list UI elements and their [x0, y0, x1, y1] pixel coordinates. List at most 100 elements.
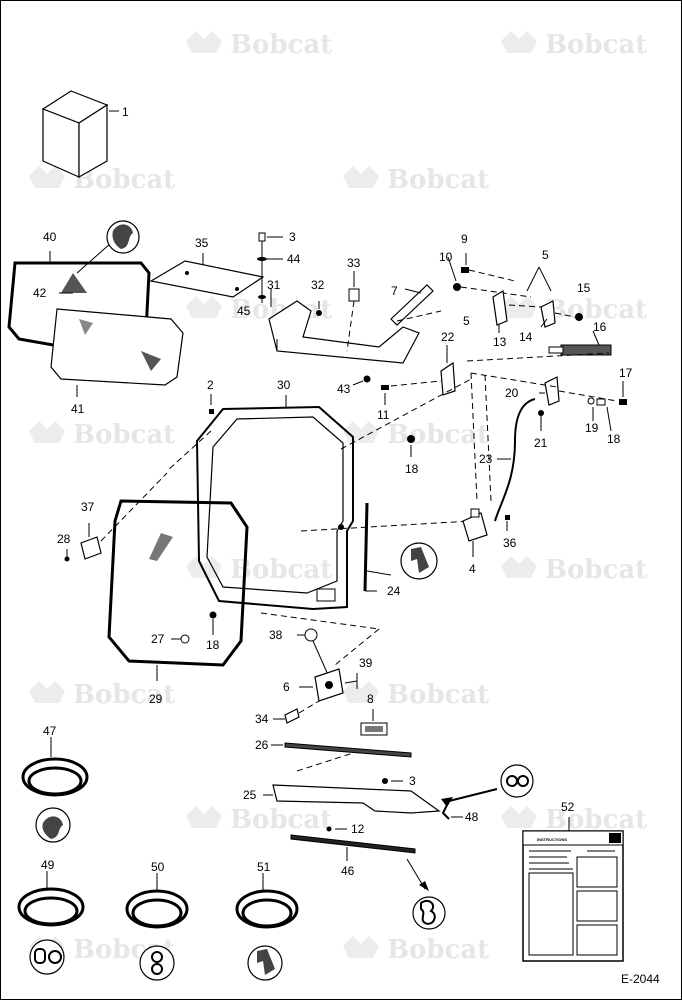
callout-50: 50	[151, 860, 165, 874]
watermark-text: Bobcat	[230, 30, 332, 60]
callout-18: 18	[607, 432, 621, 446]
fastener-2	[209, 394, 214, 414]
callout-13: 13	[493, 335, 507, 349]
callout-2: 2	[207, 378, 214, 392]
seal-roll-50	[125, 873, 189, 981]
watermark: Bobcat	[343, 420, 489, 450]
watermark: Bobcat	[501, 295, 647, 325]
callout-21: 21	[534, 436, 548, 450]
callout-30: 30	[277, 378, 291, 392]
callout-27: 27	[151, 632, 165, 646]
fastener-18-mid	[407, 435, 415, 457]
callout-38: 38	[269, 628, 283, 642]
part-knob-38	[297, 628, 330, 678]
callout-5: 5	[542, 248, 549, 262]
callout-28: 28	[57, 532, 71, 546]
callout-45: 45	[237, 304, 251, 318]
part-latch-rod	[494, 398, 536, 522]
instruction-sheet-heading: INSTRUCTIONS	[537, 837, 567, 842]
watermark-text: Bobcat	[230, 805, 332, 835]
watermark: Bobcat	[501, 30, 647, 60]
callout-25: 25	[243, 788, 257, 802]
callout-8: 8	[367, 692, 374, 706]
callout-34: 34	[255, 712, 269, 726]
part-lower-bracket	[268, 289, 420, 364]
watermark-text: Bobcat	[387, 935, 489, 965]
watermark: Bobcat	[501, 555, 647, 585]
part-gas-strut	[466, 330, 612, 362]
seal-roll-49	[17, 871, 85, 975]
watermark-text: Bobcat	[387, 680, 489, 710]
callout-35: 35	[195, 236, 209, 250]
callout-41: 41	[71, 402, 85, 416]
watermark-layer: Bobcat Bobcat Bobcat Bobcat Bobcat Bobca…	[29, 30, 647, 965]
callout-40: 40	[43, 230, 57, 244]
callout-18: 18	[405, 462, 419, 476]
part-door-latch	[462, 508, 510, 557]
fasteners-upper-right	[447, 253, 532, 298]
watermark-text: Bobcat	[545, 295, 647, 325]
callout-15: 15	[577, 281, 591, 295]
part-latch-bracket	[380, 345, 456, 396]
watermark-text: Bobcat	[545, 30, 647, 60]
watermark: Bobcat	[186, 30, 332, 60]
watermark: Bobcat	[29, 165, 175, 195]
instruction-sheet-52: INSTRUCTIONS	[522, 817, 624, 962]
part-kick-panel	[263, 778, 441, 832]
callout-48: 48	[465, 810, 479, 824]
callout-22: 22	[441, 330, 455, 344]
callout-42: 42	[33, 286, 47, 300]
watermark: Bobcat	[343, 935, 489, 965]
seal-roll-47	[21, 737, 89, 843]
callout-46: 46	[341, 864, 355, 878]
callout-5: 5	[463, 314, 470, 328]
watermark: Bobcat	[343, 165, 489, 195]
callout-18: 18	[206, 638, 220, 652]
part-seal-48	[441, 764, 534, 820]
watermark: Bobcat	[186, 805, 332, 835]
callout-7: 7	[391, 284, 398, 298]
watermark: Bobcat	[186, 555, 332, 585]
watermark-text: Bobcat	[73, 420, 175, 450]
part-seal-strip-26	[271, 742, 412, 772]
fasteners-top	[257, 232, 283, 303]
watermark: Bobcat	[501, 805, 647, 835]
callout-36: 36	[503, 536, 517, 550]
watermark: Bobcat	[29, 420, 175, 450]
callout-51: 51	[257, 860, 271, 874]
callout-29: 29	[149, 692, 163, 706]
callout-17: 17	[619, 366, 633, 380]
callout-9: 9	[461, 232, 468, 246]
callout-32: 32	[311, 278, 325, 292]
watermark-text: Bobcat	[73, 680, 175, 710]
callout-11: 11	[377, 408, 390, 422]
part-knob	[171, 611, 217, 644]
watermark: Bobcat	[29, 680, 175, 710]
callout-37: 37	[81, 500, 95, 514]
watermark-text: Bobcat	[545, 805, 647, 835]
callout-3: 3	[409, 774, 416, 788]
part-clip	[346, 271, 360, 352]
callout-16: 16	[593, 320, 607, 334]
part-hinges	[492, 266, 583, 333]
door-glass	[107, 499, 249, 681]
part-box	[41, 90, 119, 179]
callout-24: 24	[387, 584, 401, 598]
callout-44: 44	[287, 252, 301, 266]
callout-14: 14	[519, 330, 533, 344]
callout-39: 39	[359, 656, 373, 670]
callout-10: 10	[439, 250, 453, 264]
watermark-text: Bobcat	[387, 420, 489, 450]
callout-31: 31	[267, 278, 281, 292]
part-lock-assembly	[273, 668, 358, 724]
callout-1: 1	[122, 105, 129, 119]
callout-4: 4	[469, 562, 476, 576]
callout-20: 20	[505, 386, 519, 400]
part-bottom-seal-46	[290, 834, 446, 930]
callout-labels: 1 2 3 3 4 5 5 6 7 8 9 10 11 12 13 14 15 …	[33, 105, 633, 878]
door-frame	[166, 378, 472, 666]
seal-roll-51	[235, 873, 299, 981]
callout-52: 52	[561, 800, 575, 814]
